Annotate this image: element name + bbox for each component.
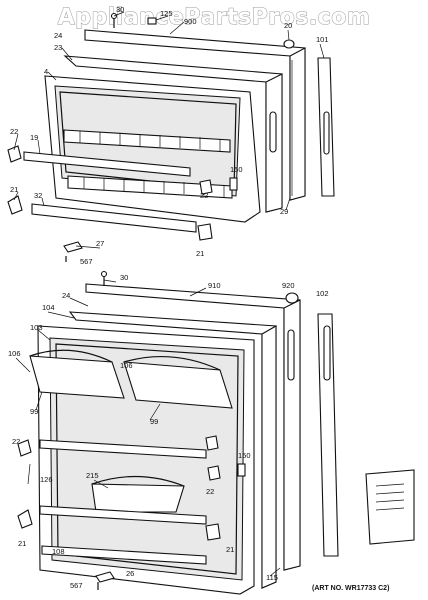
callout-label: 106 [120, 361, 133, 370]
callout-label: 115 [266, 573, 278, 582]
freezer-shelf-bracket-right [199, 179, 213, 195]
callout-label: 29 [280, 207, 288, 216]
callout-label: 27 [96, 239, 104, 248]
callout-label: 102 [316, 289, 329, 298]
fresh-food-shelf-bar-upper [39, 439, 207, 459]
callout-label: 910 [208, 281, 221, 290]
callout-label: 22 [206, 487, 214, 496]
fresh-food-bracket-right-upper [205, 435, 219, 451]
callout-label: 24 [54, 31, 62, 40]
freezer-stop [229, 177, 238, 191]
callout-label: 30 [120, 273, 128, 282]
freezer-shelf-upper [63, 129, 231, 153]
callout-label: 104 [42, 303, 55, 312]
callout-label: 108 [52, 547, 65, 556]
callout-label: 21 [226, 545, 234, 554]
fresh-food-bracket-left-upper [17, 439, 32, 457]
callout-label: 24 [62, 291, 70, 300]
callout-label: 32 [34, 191, 42, 200]
callout-label: 215 [86, 471, 99, 480]
freezer-shelf-bar [23, 151, 191, 177]
art-number: (ART NO. WR17733 C2) [312, 585, 389, 592]
freezer-bottom-bar [31, 203, 197, 233]
fresh-food-shelf-bar-middle [39, 505, 207, 525]
callout-label: 150 [230, 165, 243, 174]
callout-label: 103 [30, 323, 43, 332]
callout-label: 106 [8, 349, 21, 358]
callout-label: 21 [196, 249, 204, 258]
callout-label: 21 [10, 185, 18, 194]
callout-label: 101 [316, 35, 329, 44]
callout-label: 150 [238, 451, 251, 460]
callout-label: 4 [44, 67, 48, 76]
fresh-food-callouts: 30 910 920 102 24 104 103 106 106 99 99 … [8, 273, 329, 590]
fresh-food-door-assembly [17, 270, 415, 595]
watermark-text: AppliancePartsPros.com [58, 5, 371, 30]
freezer-shelf-lower [67, 175, 233, 199]
callout-label: 30 [116, 5, 124, 14]
instruction-booklet [365, 469, 415, 545]
dairy-bin [91, 483, 185, 513]
fresh-food-bracket-right-middle [207, 465, 221, 481]
callout-label: 126 [40, 475, 53, 484]
callout-label: 99 [150, 417, 158, 426]
callout-label: 26 [126, 569, 134, 578]
callout-label: 21 [18, 539, 26, 548]
callout-label: 125 [160, 9, 173, 18]
freezer-bar-bracket-right [197, 223, 213, 241]
callout-label: 567 [70, 581, 83, 590]
door-bin-right [123, 355, 233, 409]
fresh-food-cap [285, 292, 299, 304]
freezer-callouts: 30 125 900 20 101 23 24 4 22 19 21 32 15… [10, 5, 329, 266]
callout-label: 19 [30, 133, 38, 142]
fresh-food-shelf-bar-lower [41, 545, 207, 565]
fresh-food-bracket-right-lower [205, 523, 221, 541]
door-bin-left [29, 349, 125, 399]
callout-label: 23 [54, 43, 62, 52]
callout-label: 920 [282, 281, 295, 290]
callout-label: 20 [284, 21, 292, 30]
leader-lines [13, 11, 325, 577]
freezer-hinge-cover [63, 241, 83, 253]
callout-label: 567 [80, 257, 93, 266]
callout-label: 900 [184, 17, 197, 26]
freezer-clip [147, 17, 157, 25]
callout-label: 22 [12, 437, 20, 446]
freezer-door-assembly [7, 12, 335, 262]
fresh-food-stop [237, 463, 246, 477]
fresh-food-bracket-left-lower [17, 509, 33, 529]
freezer-cap [283, 39, 295, 49]
callout-label: 22 [10, 127, 18, 136]
callout-label: 22 [200, 191, 208, 200]
fresh-food-door-end-trim [317, 313, 339, 557]
callout-label: 99 [30, 407, 38, 416]
fresh-food-hinge-cover [95, 571, 115, 583]
